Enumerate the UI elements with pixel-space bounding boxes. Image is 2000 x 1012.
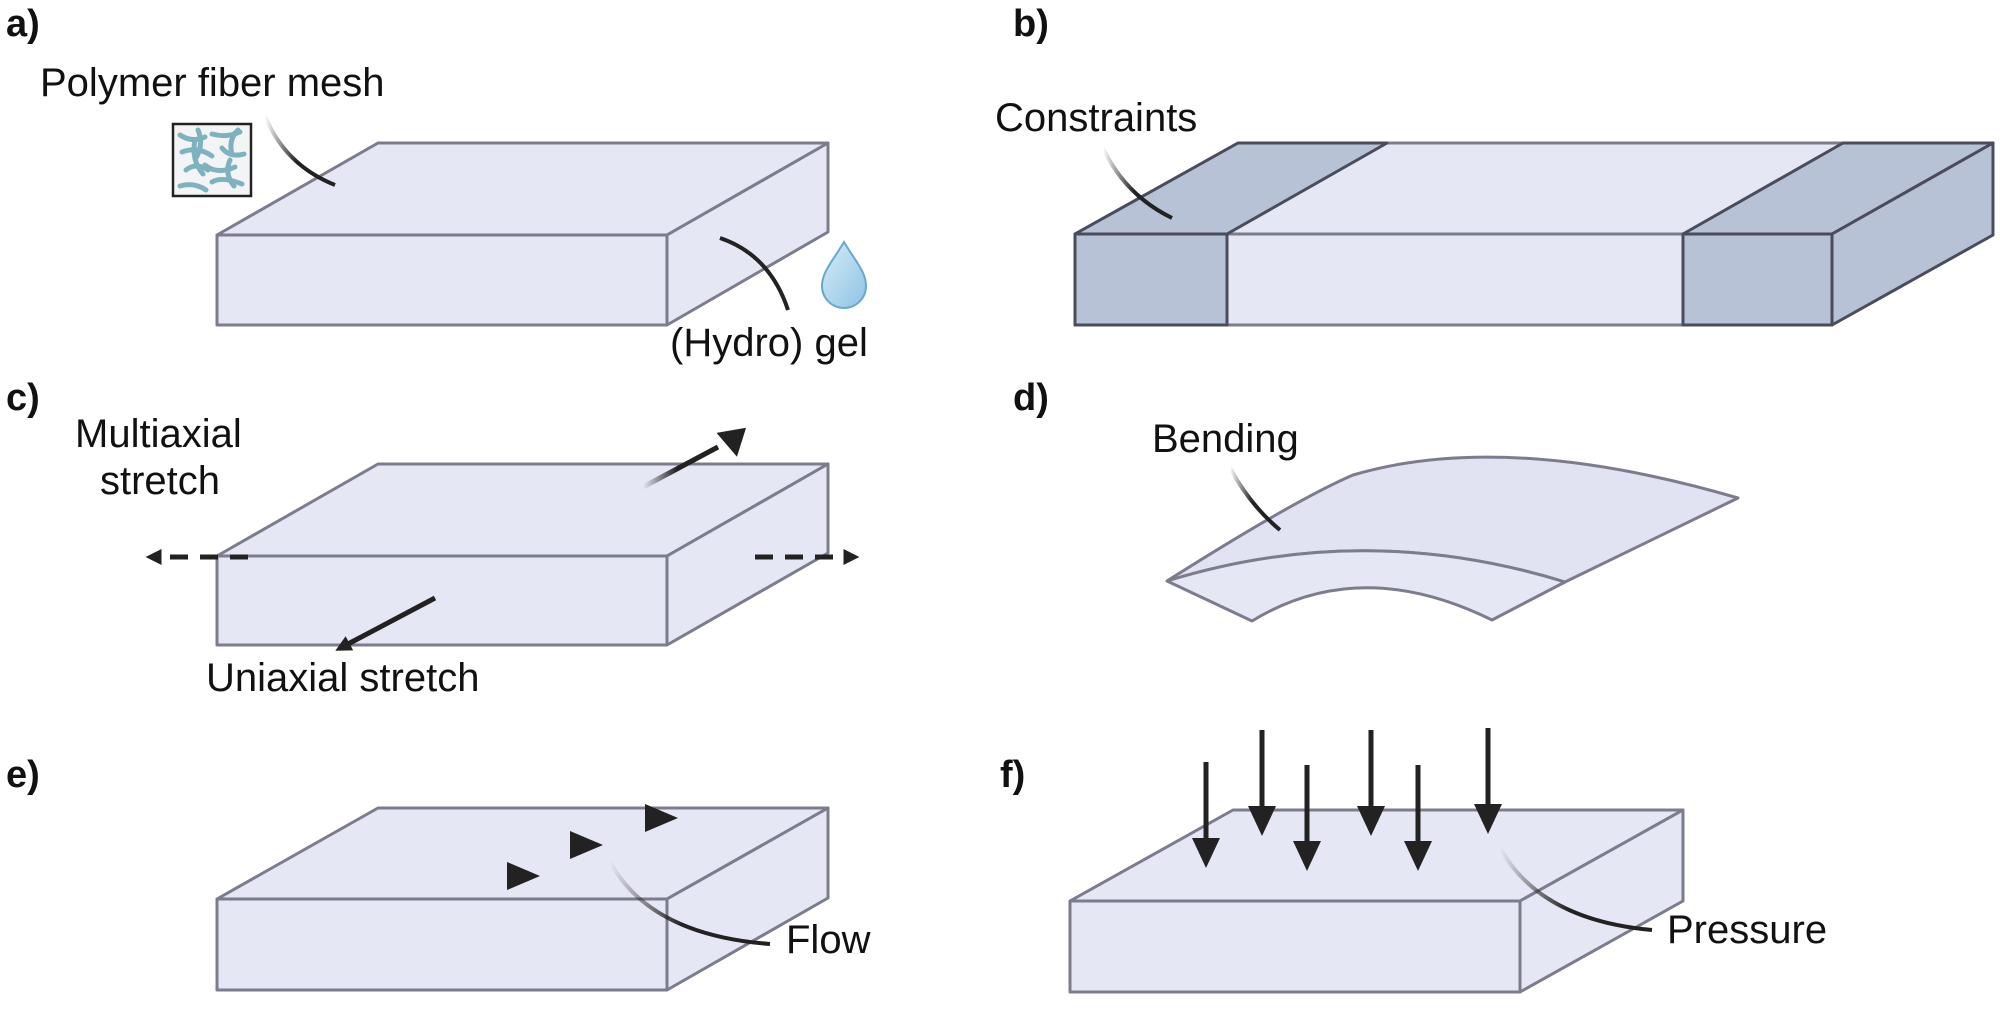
panel-b: b) Constraints [995,3,1995,327]
panel-f-letter: f) [1000,754,1025,796]
panel-b-letter: b) [1013,3,1049,45]
multiaxial-arrow-back-head [716,427,747,457]
gel-label: (Hydro) gel [670,321,868,365]
multiaxial-label-line1: Multiaxial [75,412,242,456]
constraint-right [1681,141,1995,327]
uniaxial-label: Uniaxial stretch [206,656,479,700]
flow-leader-line [608,861,771,946]
panel-e-letter: e) [6,754,40,796]
fiber-mesh-icon [171,122,253,198]
slab-e [215,806,830,992]
panel-c-letter: c) [6,377,40,419]
slab-a [215,141,830,327]
slab-f [1068,808,1685,994]
constraint-leader-line [1101,147,1173,220]
panel-a: a) Polymer fiber mesh (Hydro) gel [6,3,868,365]
panel-a-letter: a) [6,3,40,45]
mesh-leader-line [263,115,336,187]
panel-f: f) Pressure [1000,728,1827,994]
pressure-label: Pressure [1667,908,1827,952]
flow-label: Flow [786,918,871,962]
flow-arrows [365,804,678,890]
constraint-left [1073,141,1389,327]
pressure-arrows [1192,728,1502,871]
mesh-label: Polymer fiber mesh [40,61,385,105]
constraints-label: Constraints [995,96,1197,140]
bending-label: Bending [1152,417,1299,461]
bending-leader-line [1228,467,1282,532]
multiaxial-arrow-back-shaft [641,444,720,490]
panel-d-letter: d) [1013,377,1049,419]
pressure-leader-line [1498,847,1653,932]
panel-e: e) Flow [6,754,871,992]
slab-a-front [215,233,669,327]
gel-leader-line [719,236,790,311]
bending-sheet-front [1165,549,1567,623]
water-drop-icon [820,240,868,309]
uniaxial-arrow [335,595,437,651]
slab-c [215,462,830,647]
multiaxial-label-line2: stretch [100,459,220,503]
panel-c: c) Multiaxial stretch Uniaxial stretch [6,377,860,700]
panel-d: d) Bending [1013,377,1740,623]
